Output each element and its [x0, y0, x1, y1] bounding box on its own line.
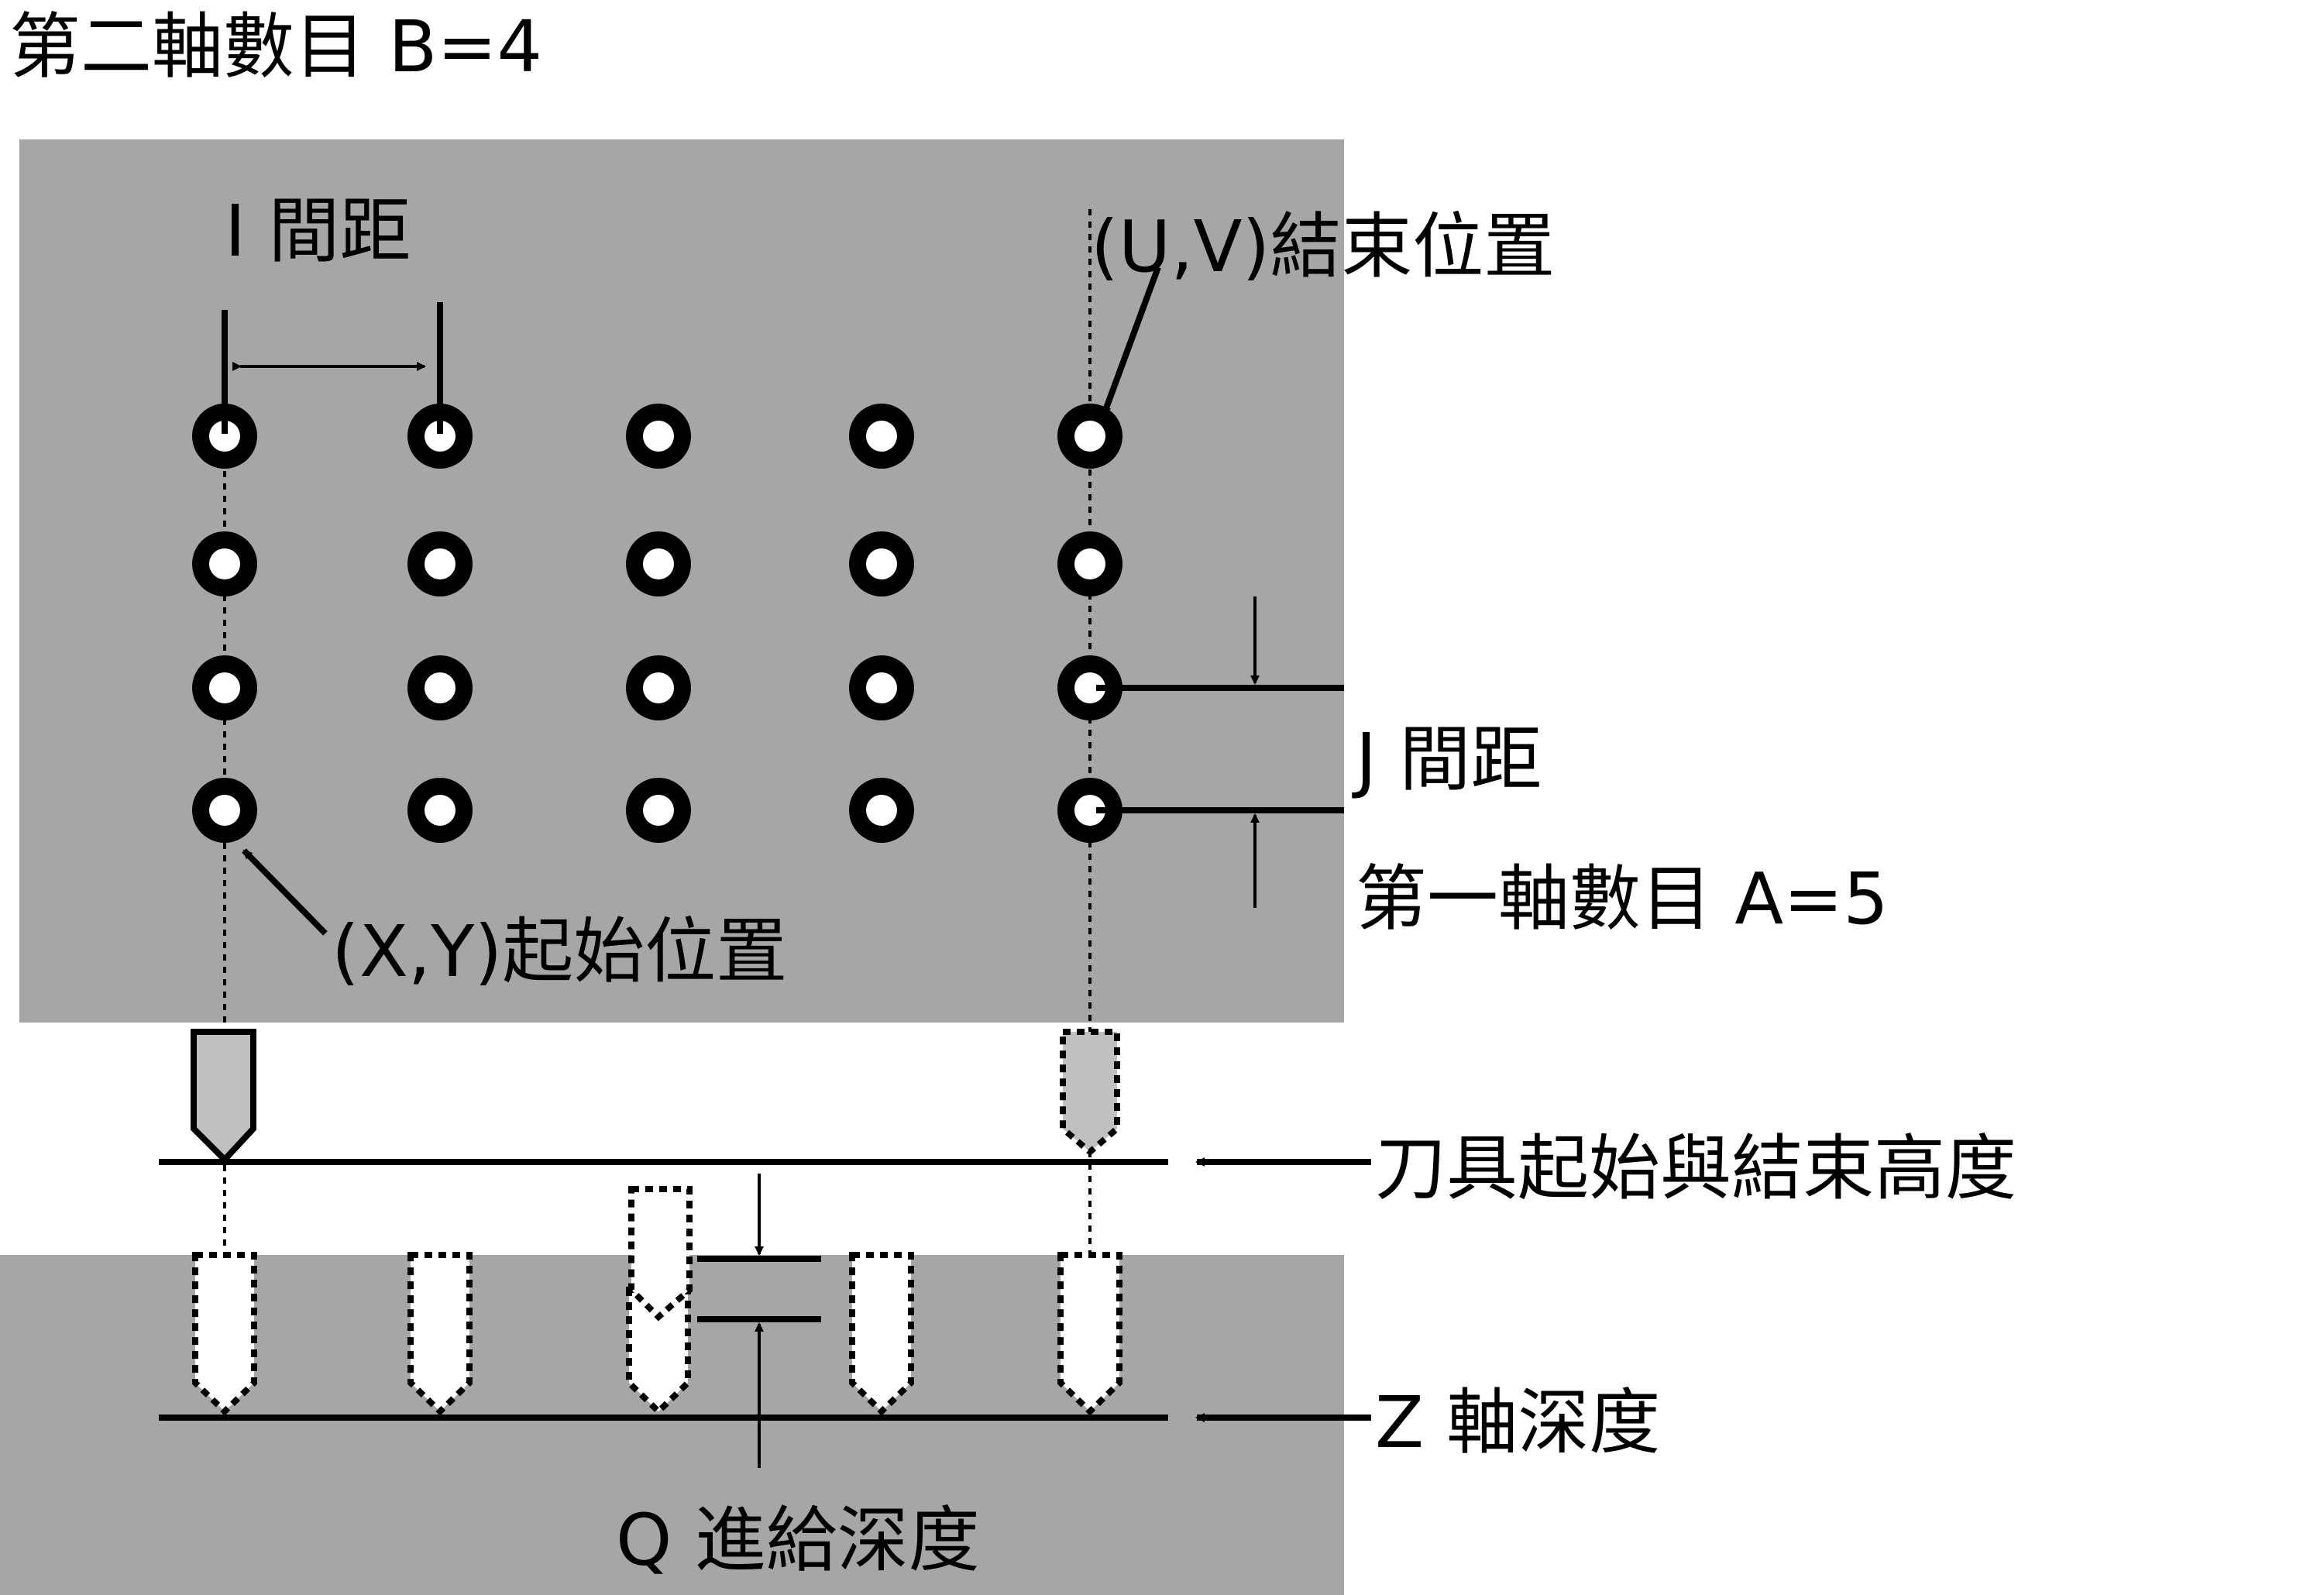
- peck-tool: [628, 1186, 693, 1322]
- hole-center: [425, 672, 456, 703]
- drilled-hole: [849, 1252, 914, 1416]
- hole-center: [209, 421, 240, 452]
- second-axis-count-label: 第二軸數目 B=4: [9, 5, 542, 88]
- hole-center: [643, 421, 674, 452]
- start-position-label: (X,Y)起始位置: [332, 910, 787, 993]
- first-axis-count-label: 第一軸數目 A=5: [1356, 858, 1889, 940]
- hole-center: [1074, 548, 1105, 579]
- start-position-leader: [242, 848, 328, 936]
- hole-center: [425, 548, 456, 579]
- hole-center: [209, 548, 240, 579]
- hole-center: [866, 548, 897, 579]
- drilled-hole: [1057, 1252, 1122, 1416]
- q-feed-depth-label: Q 進給深度: [616, 1499, 980, 1582]
- z-depth-label: Z 軸深度: [1375, 1381, 1660, 1464]
- hole-center: [1074, 421, 1105, 452]
- drilled-holes: [192, 1252, 1122, 1416]
- i-spacing-label: I 間距: [225, 190, 411, 273]
- i-spacing-dimension: [222, 302, 443, 434]
- drilled-hole: [407, 1252, 473, 1416]
- hole-center: [1074, 672, 1105, 703]
- hole-center: [1074, 795, 1105, 826]
- tool-start: [191, 1029, 256, 1164]
- hole-center: [209, 672, 240, 703]
- tool-end-ghost: [1060, 1029, 1120, 1157]
- j-spacing-label: J 間距: [1352, 718, 1542, 801]
- hole-center: [866, 795, 897, 826]
- hole-center: [866, 421, 897, 452]
- hole-center: [643, 548, 674, 579]
- end-position-leader: [1101, 266, 1161, 416]
- hole-center: [643, 672, 674, 703]
- tool-height-label: 刀具起始與結束高度: [1375, 1127, 2016, 1210]
- j-spacing-dimension: [1096, 596, 1344, 908]
- q-feed-dimension: [697, 1174, 821, 1468]
- hole-center: [866, 672, 897, 703]
- drilled-hole: [192, 1252, 257, 1416]
- hole-center: [643, 795, 674, 826]
- end-position-label: (U,V)結束位置: [1091, 205, 1555, 288]
- hole-center: [425, 795, 456, 826]
- hole-center: [209, 795, 240, 826]
- hole-center: [425, 421, 456, 452]
- hole-grid: [192, 404, 1122, 843]
